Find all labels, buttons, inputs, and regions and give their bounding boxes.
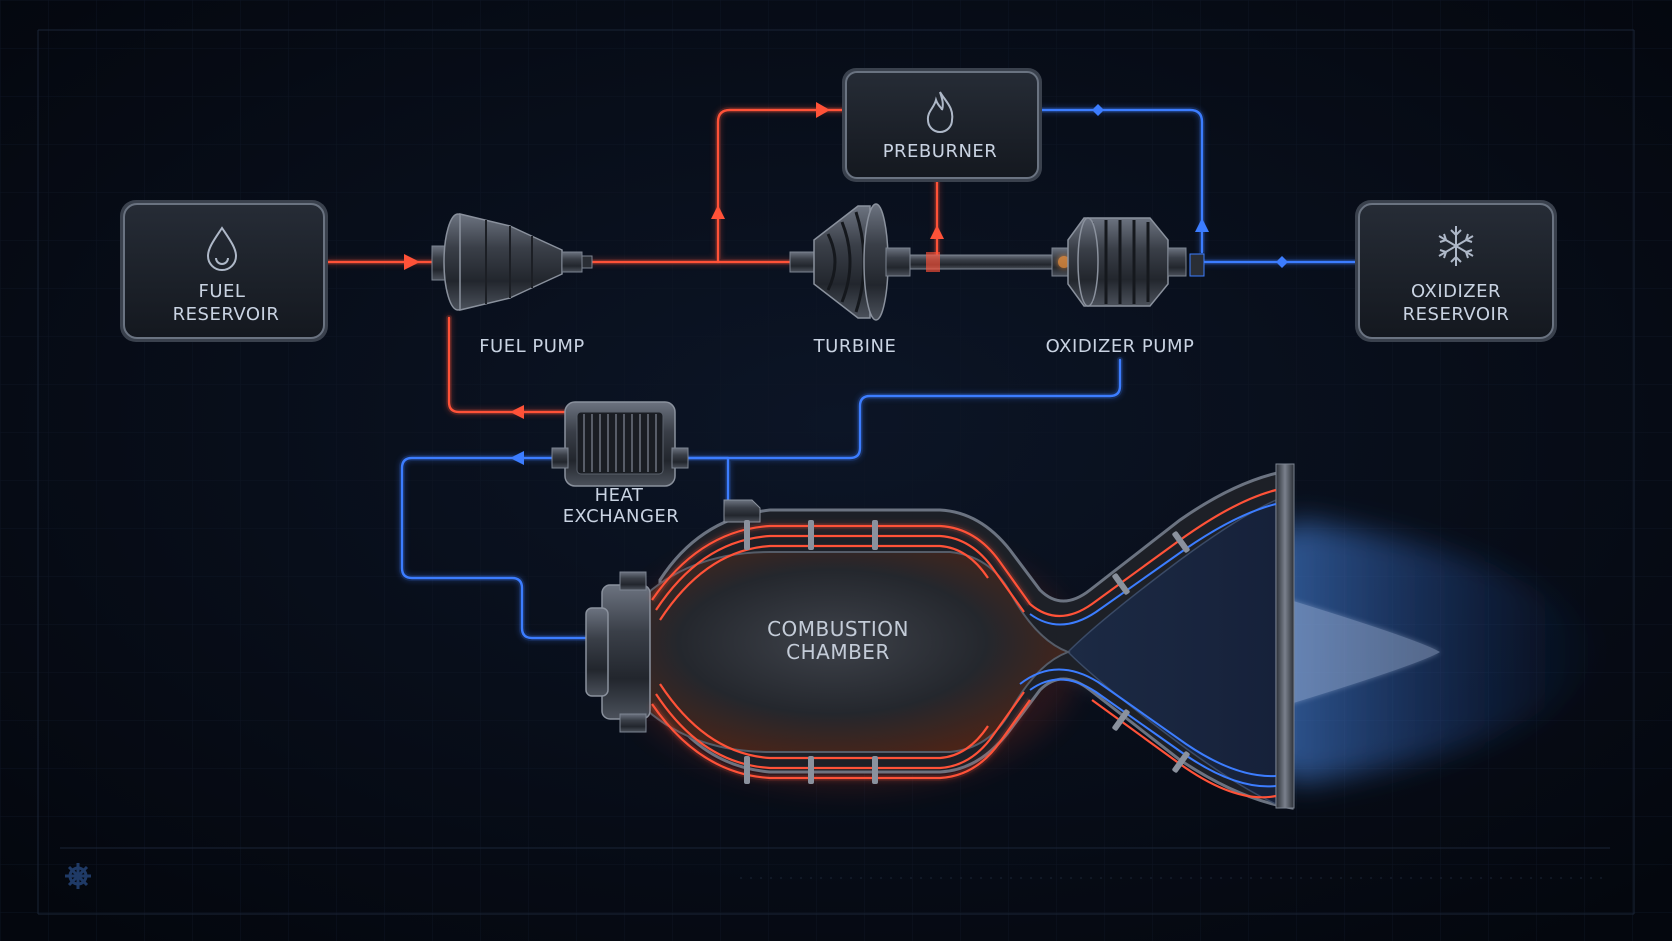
channel-clamps	[744, 520, 1190, 784]
fuel-line-to-preburner	[716, 108, 847, 264]
oxidizer-lines	[399, 104, 1358, 641]
fuel-pump-label: FUEL PUMP	[479, 336, 585, 357]
fuel-reservoir-label-line1: FUEL	[199, 281, 246, 302]
preburner[interactable]: PREBURNER	[842, 68, 1042, 182]
frame-lines	[37, 29, 1635, 915]
oxidizer-line-to-heat-exchanger	[678, 358, 1122, 460]
fuel-reservoir[interactable]: FUEL RESERVOIR	[120, 200, 328, 342]
turbine-label: TURBINE	[813, 336, 897, 357]
heat-exchanger[interactable]: HEAT EXCHANGER	[551, 401, 689, 527]
combustion-chamber[interactable]: COMBUSTION CHAMBER	[585, 463, 1600, 810]
flame-icon	[926, 91, 954, 133]
fuel-lines	[325, 102, 944, 419]
oxidizer-reservoir-label-line2: RESERVOIR	[1403, 304, 1510, 325]
combustion-chamber-label-line2: CHAMBER	[786, 640, 890, 664]
heat-exchanger-label-line1: HEAT	[595, 485, 644, 506]
fuel-line-to-heat-exchanger	[447, 316, 567, 414]
fuel-reservoir-label-line2: RESERVOIR	[173, 304, 280, 325]
droplet-icon	[206, 226, 238, 271]
preburner-label: PREBURNER	[883, 141, 998, 162]
oxidizer-pump[interactable]: OXIDIZER PUMP	[1046, 217, 1205, 357]
heat-exchanger-label-line2: EXCHANGER	[563, 506, 680, 527]
combustion-chamber-label-line1: COMBUSTION	[767, 617, 909, 641]
heat-exchanger-to-chamber-line	[686, 456, 730, 502]
oxidizer-line-to-chamber	[400, 456, 587, 640]
oxidizer-reservoir[interactable]: OXIDIZER RESERVOIR	[1355, 200, 1557, 342]
fuel-pump[interactable]: FUEL PUMP	[431, 213, 593, 357]
snowflake-icon	[1438, 226, 1474, 266]
oxidizer-reservoir-label-line1: OXIDIZER	[1411, 281, 1501, 302]
gear-icon	[65, 863, 91, 889]
preburner-to-oxidizer-pump-line	[1038, 108, 1204, 254]
turbine[interactable]: TURBINE	[789, 203, 940, 357]
oxidizer-pump-label: OXIDIZER PUMP	[1046, 336, 1195, 357]
